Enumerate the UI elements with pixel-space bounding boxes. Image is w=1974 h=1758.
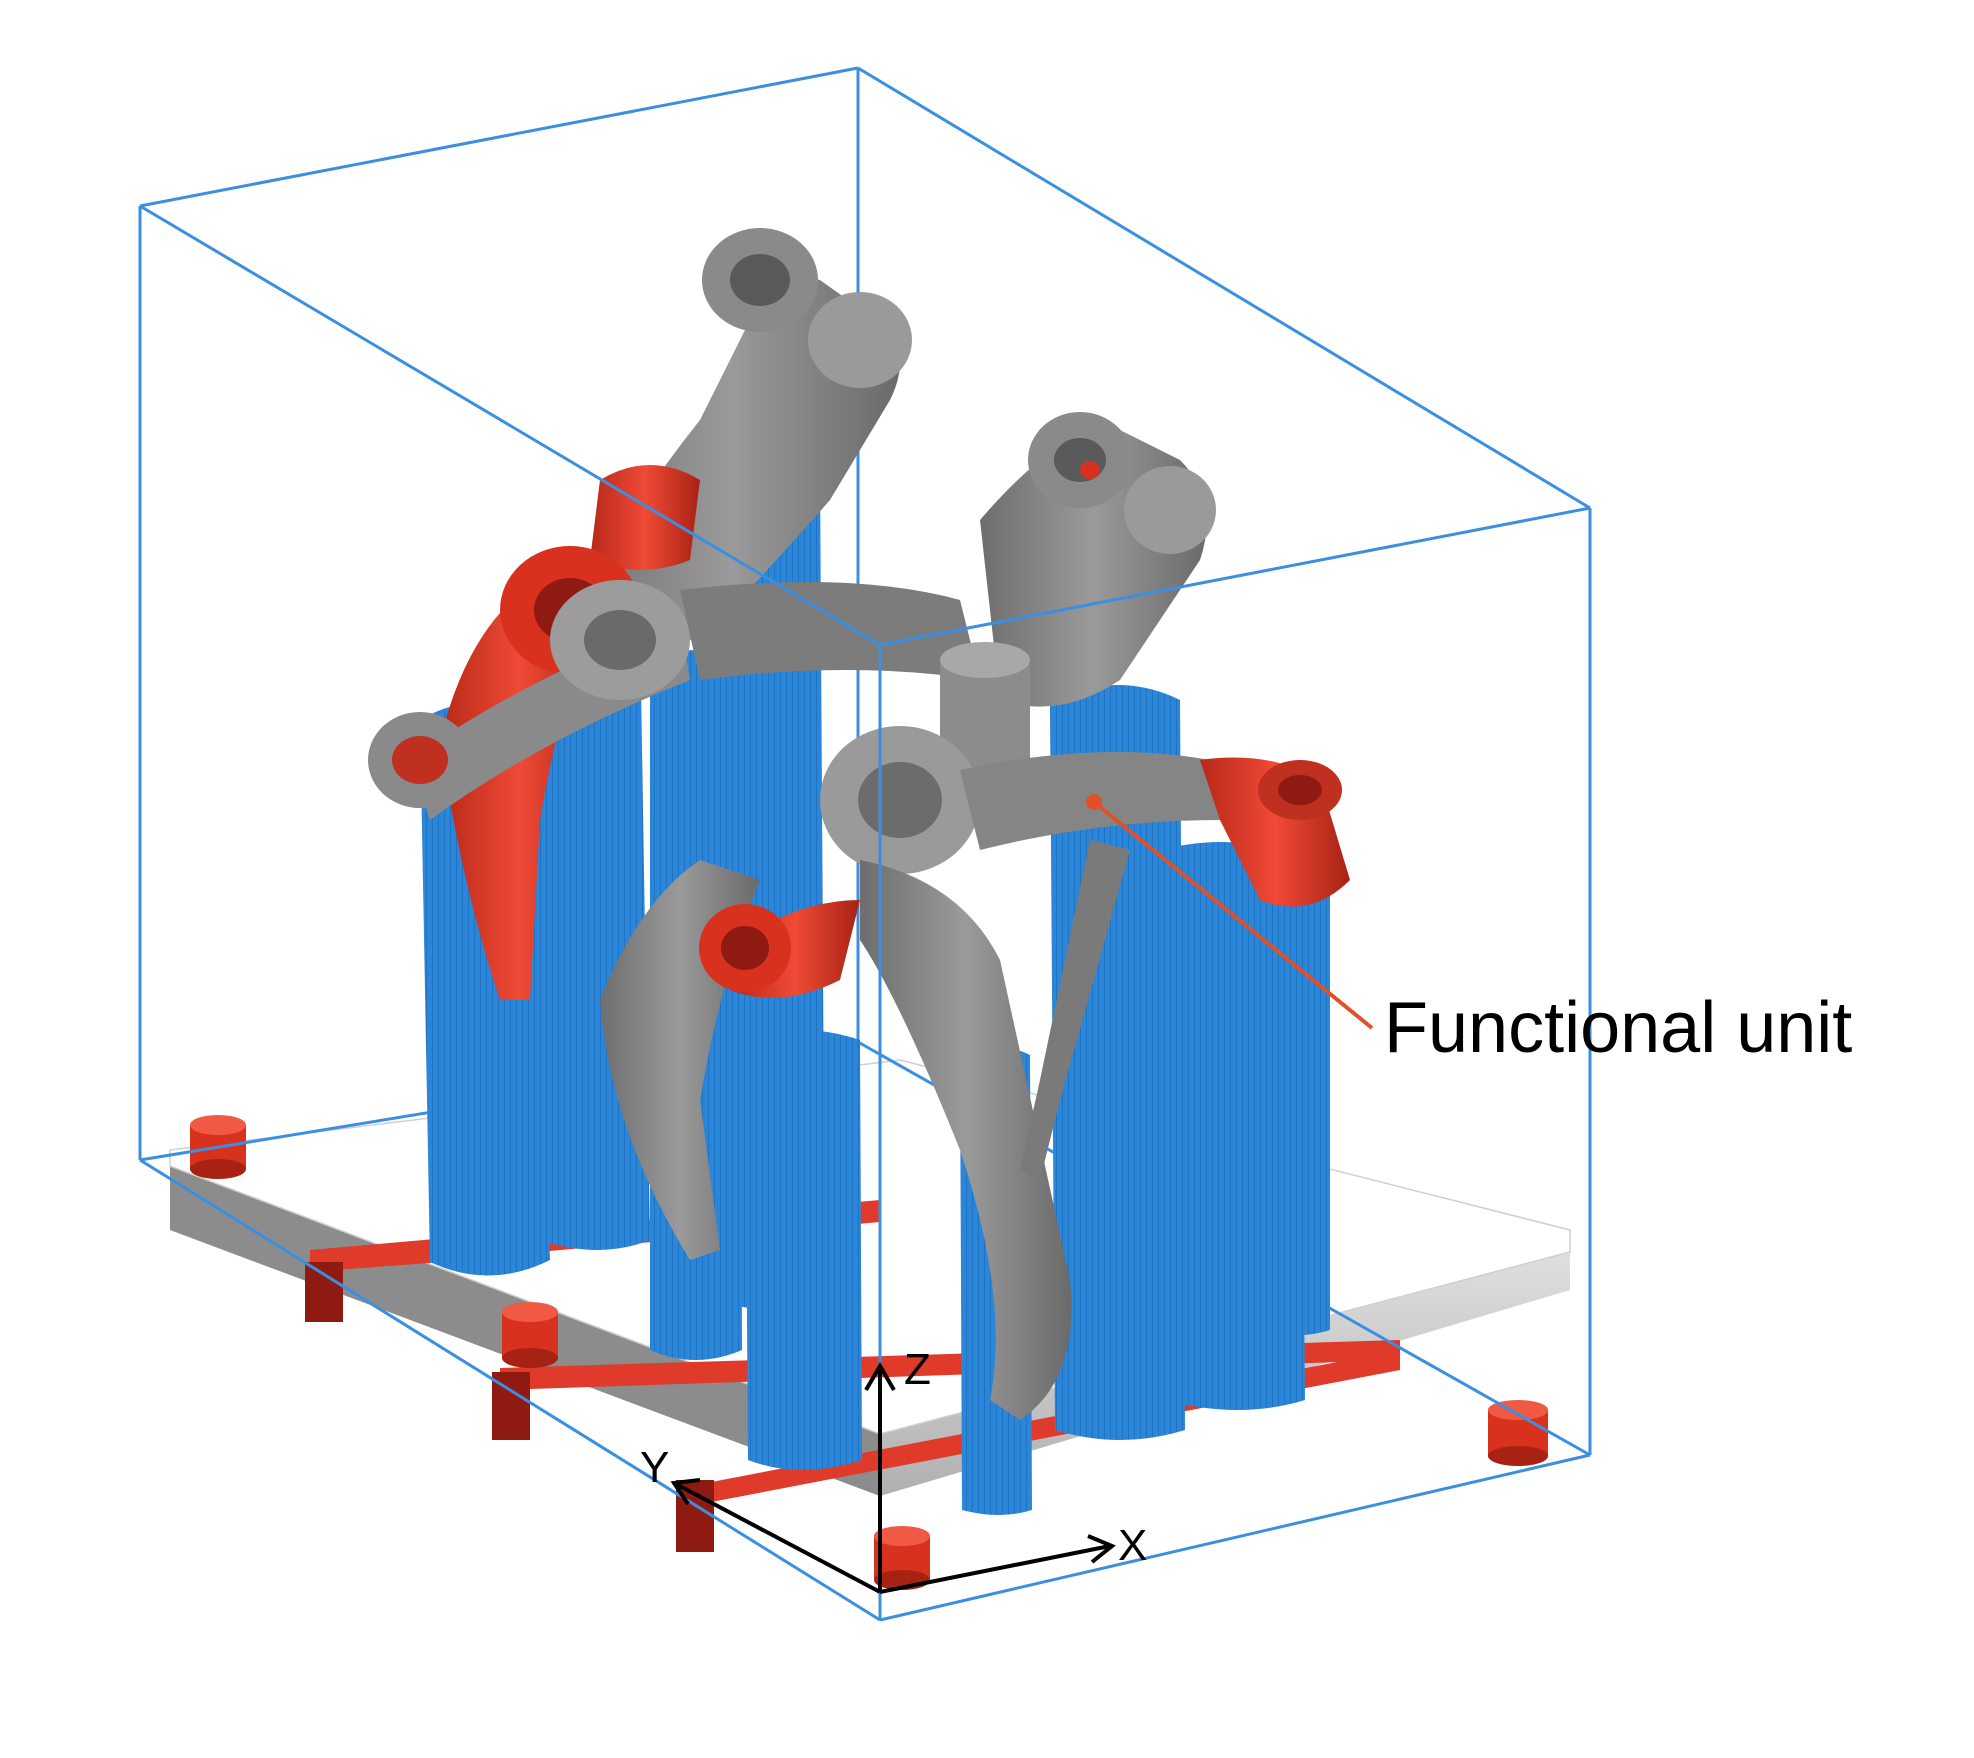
plate-peg bbox=[1488, 1400, 1548, 1466]
annotation-point bbox=[1086, 794, 1102, 810]
x-axis-line bbox=[879, 1544, 1111, 1594]
z-axis-label: Z bbox=[904, 1345, 931, 1394]
plate-peg bbox=[190, 1115, 246, 1179]
y-axis-line bbox=[675, 1482, 881, 1594]
bounding-box-front bbox=[138, 66, 1592, 1622]
plate-peg bbox=[502, 1302, 558, 1368]
y-axis-arrowhead bbox=[670, 1478, 701, 1506]
coordinate-axes bbox=[670, 1362, 1116, 1594]
plate-peg bbox=[874, 1526, 930, 1590]
annotation-leader bbox=[1086, 794, 1374, 1030]
x-axis-arrowhead bbox=[1087, 1534, 1116, 1564]
support-column bbox=[745, 1030, 862, 1470]
support-column bbox=[1260, 876, 1330, 1335]
plate-slot bbox=[676, 1480, 714, 1552]
plate-slot bbox=[305, 1262, 343, 1322]
x-axis-label: X bbox=[1118, 1521, 1147, 1570]
z-axis-arrowhead bbox=[864, 1362, 896, 1392]
y-axis-label: Y bbox=[640, 1443, 669, 1492]
part-right bbox=[699, 412, 1350, 1420]
functional-unit-label: Functional unit bbox=[1384, 988, 1852, 1068]
